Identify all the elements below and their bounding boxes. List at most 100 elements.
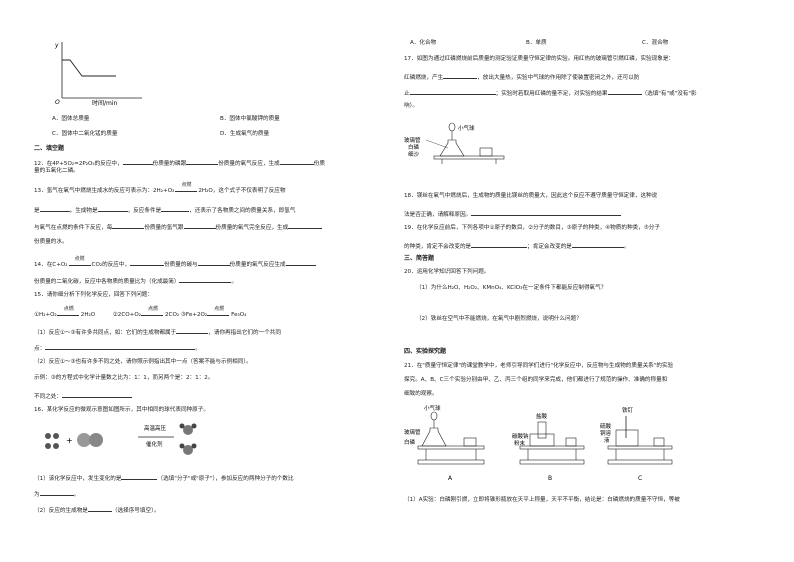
caption-c: C: [638, 475, 642, 482]
section-experiment: 四、实验探究题: [404, 348, 447, 355]
option-top-a[interactable]: A．化合物: [410, 40, 437, 46]
q18-line1: 18．镁丝在氧气中燃烧后，生成物的质量比镁丝的质量大，因此这个反应不遵守质量守恒…: [404, 193, 658, 199]
left-column: y O 时间/min A．固体总质量 B．固体中氯酸钾的质量 C．固体中二氧化锰…: [34, 0, 406, 562]
caption-b: B: [548, 475, 552, 482]
q21-line1: 21．在"质量守恒定律"的课堂教学中，老师引导同学们进行"化学反应中，反应物与生…: [404, 363, 674, 369]
svg-text:碳酸钠: 碳酸钠: [512, 432, 529, 440]
svg-text:铁钉: 铁钉: [622, 406, 634, 414]
molecule-a: [77, 433, 91, 447]
svg-text:小气球: 小气球: [424, 404, 441, 412]
svg-text:白磷: 白磷: [404, 438, 416, 446]
q16-blank3[interactable]: [87, 506, 112, 512]
q12-blank1[interactable]: [122, 159, 153, 165]
apparatus-17: 小气球 玻璃管 白磷 细沙: [404, 122, 505, 164]
q20-line1: 20．运用化学知识回答下列问题。: [404, 269, 490, 275]
balloon-icon: [448, 122, 456, 132]
q13-blank3[interactable]: [161, 206, 190, 212]
q21-line3: 细致的观察。: [404, 391, 438, 397]
q13-line4: 份质量的水。: [34, 239, 68, 245]
option-a[interactable]: A．固体总质量: [52, 116, 90, 122]
q17-blank1[interactable]: [443, 73, 478, 79]
option-c[interactable]: C．固体中二氧化锰的质量: [52, 131, 118, 137]
q16-blank2[interactable]: [39, 490, 74, 496]
q21-p1: （1）A实验：白磷刚引燃，立即将锥形瓶放在天平上称量，天平不平衡，结论是：白磷燃…: [404, 497, 680, 503]
q14-line2: 份质量的二氧化碳，反应中各物质的质量比为（化成最简）。: [34, 277, 238, 285]
q14-blank1[interactable]: [130, 260, 165, 266]
q19-blank1[interactable]: [471, 242, 528, 248]
svg-text:铜溶: 铜溶: [600, 429, 612, 437]
q17-line4: 响）。: [404, 103, 418, 109]
q16-blank1[interactable]: [121, 474, 158, 480]
q19-line2: 的种类，肯定不会改变的是；肯定会改变的是。: [404, 242, 630, 250]
svg-text:小气球: 小气球: [458, 124, 475, 132]
option-top-b[interactable]: B．单质: [526, 40, 547, 46]
q12-line1: 12．在4P+5O₂=2P₂O₅的反应中，份质量的磷跟份质量的氧气反应，生成份质: [34, 159, 325, 167]
q13-blank2[interactable]: [97, 206, 128, 212]
option-b[interactable]: B．固体中氯酸钾的质量: [220, 116, 280, 122]
caption-a: A: [448, 475, 453, 482]
q15-blank3[interactable]: [61, 392, 132, 398]
q17-blank2[interactable]: [409, 89, 496, 95]
svg-text:硫酸: 硫酸: [600, 422, 612, 430]
svg-text:盐酸: 盐酸: [536, 412, 548, 420]
q14-blank3[interactable]: [285, 260, 316, 266]
svg-text:玻璃管: 玻璃管: [404, 136, 421, 144]
q15-diff: 不同之处：: [34, 392, 132, 401]
option-top-c[interactable]: C．混合物: [642, 40, 669, 46]
molecule-diagram: + 高温高压 催化剂: [45, 423, 197, 455]
q13-blank4[interactable]: [112, 223, 145, 229]
q13-line2: 是，生成物是，反应条件是，还表示了各物质之间的质量关系，即氢气: [34, 206, 296, 214]
q18-answer[interactable]: [471, 210, 622, 216]
q15-example: 示例：③的方程式中化学计量数之比为：1：1，而另两个是：2：1：2。: [34, 375, 214, 381]
mass-time-graph: y O 时间/min: [54, 42, 142, 107]
q15-blank1[interactable]: [176, 328, 209, 334]
section-short-answer: 三、简答题: [404, 255, 435, 262]
svg-text:粉末: 粉末: [514, 439, 526, 447]
q14-blank4[interactable]: [179, 277, 232, 283]
q13-blank6[interactable]: [288, 223, 323, 229]
graph-curve: [62, 59, 116, 77]
section-fill-in: 二、填空题: [34, 145, 65, 152]
q20-p1: （1）为什么H₂O、H₂O₂、KMnO₄、KClO₃在一定条件下都能反应制得氧气…: [416, 285, 607, 291]
reaction-condition-top: 高温高压: [144, 424, 167, 432]
svg-text:白磷: 白磷: [408, 143, 420, 151]
q15-blank2[interactable]: [45, 344, 196, 350]
q12-blank3[interactable]: [279, 159, 314, 165]
q16-p2: （2）反应的生成物是（选择序号填空）。: [34, 506, 160, 514]
option-d[interactable]: D．生成氧气的质量: [220, 131, 270, 137]
svg-text:液: 液: [604, 436, 610, 444]
q13-blank5[interactable]: [183, 223, 216, 229]
q15-p1-line1: （1）反应①～③有许多共同点，如：它们的生成物都属于，请你再指出它们的一个共同: [34, 328, 281, 336]
right-column: A．化合物 B．单质 C．混合物 17．如图为通过红磷燃烧前后质量的测定验证质量…: [404, 0, 776, 562]
q13-line3: 与氧气在点燃的条件下反应，每份质量的氢气跟份质量的氧气完全反应，生成: [34, 223, 323, 232]
q15-p1-line2: 点：。: [34, 344, 201, 352]
q20-p2: （2）铁丝在空气中不能燃烧，在氧气中剧烈燃烧，说明什么问题？: [416, 316, 582, 322]
q13-blank1[interactable]: [39, 206, 70, 212]
q19-blank2[interactable]: [571, 242, 624, 248]
apparatus-21: 小气球 玻璃管 白磷 A 盐酸 碳酸钠 粉末 B 铁钉 硫酸 铜溶 液: [404, 404, 673, 482]
graph-x-label: 时间/min: [92, 99, 118, 107]
q15-p2: （2）反应①～③也有许多不同之处，请你照示例指出其中一点（答案不能与示例相同）。: [34, 359, 252, 365]
svg-text:+: +: [66, 436, 73, 445]
q14-blank2[interactable]: [197, 260, 230, 266]
svg-text:玻璃管: 玻璃管: [404, 428, 421, 436]
q21-line2: 探究。A、B、C三个实验分别由甲、乙、丙三个组的同学来完成，他们都进行了规范的操…: [404, 377, 668, 383]
q17-blank3[interactable]: [607, 89, 642, 95]
q16-line1: 16．某化学反应的微观示意图如图所示，其中相同的球代表同种原子。: [34, 407, 209, 413]
reaction-condition-bottom: 催化剂: [146, 440, 163, 448]
q18-line2: 法是否正确，请解释原因。: [404, 210, 622, 219]
q15-line1: 15．请你细分析下列化学反应，回答下列问题：: [34, 292, 153, 298]
q19-line1: 19．在化学反应前后，下列各项中①原子的数目，②分子的数目，③原子的种类，④物质…: [404, 225, 660, 231]
q17-line2: 红磷燃烧，产生，放出大量热，实验中气球的作用除了使装置密闭之外，还可以防: [404, 73, 640, 81]
q12-line2: 量的五氧化二磷。: [34, 168, 79, 174]
q16-p1-line1: （1）该化学反应中，发生变化的是（选填"分子"或"原子"），参加反应的两种分子的…: [34, 474, 294, 482]
q17-line3: 止；实验时若取用红磷的量不足，对实验的结果（选填"有"或"没有"影: [404, 89, 697, 97]
q16-p1-line2: 为。: [34, 490, 80, 498]
q12-blank2[interactable]: [186, 159, 219, 165]
q17-line1: 17．如图为通过红磷燃烧前后质量的测定验证质量守恒定律的实验。用红热的玻璃管引燃…: [404, 56, 675, 62]
svg-text:细沙: 细沙: [408, 150, 420, 158]
graph-y-label: y: [54, 42, 59, 49]
